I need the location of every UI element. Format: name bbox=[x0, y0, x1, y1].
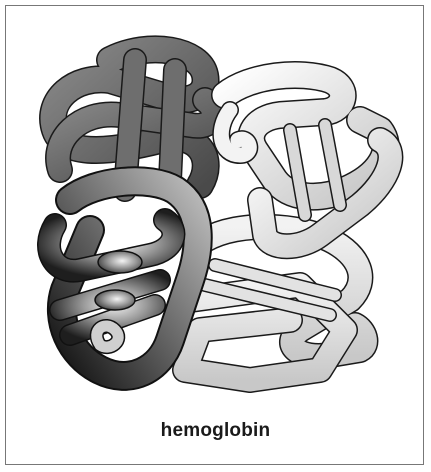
subunit-alpha-1 bbox=[39, 35, 227, 202]
figure-caption: hemoglobin bbox=[160, 420, 271, 441]
subunit-beta-1 bbox=[211, 61, 404, 260]
subunit-alpha-2 bbox=[37, 166, 213, 391]
subunit-beta-2 bbox=[172, 213, 379, 393]
